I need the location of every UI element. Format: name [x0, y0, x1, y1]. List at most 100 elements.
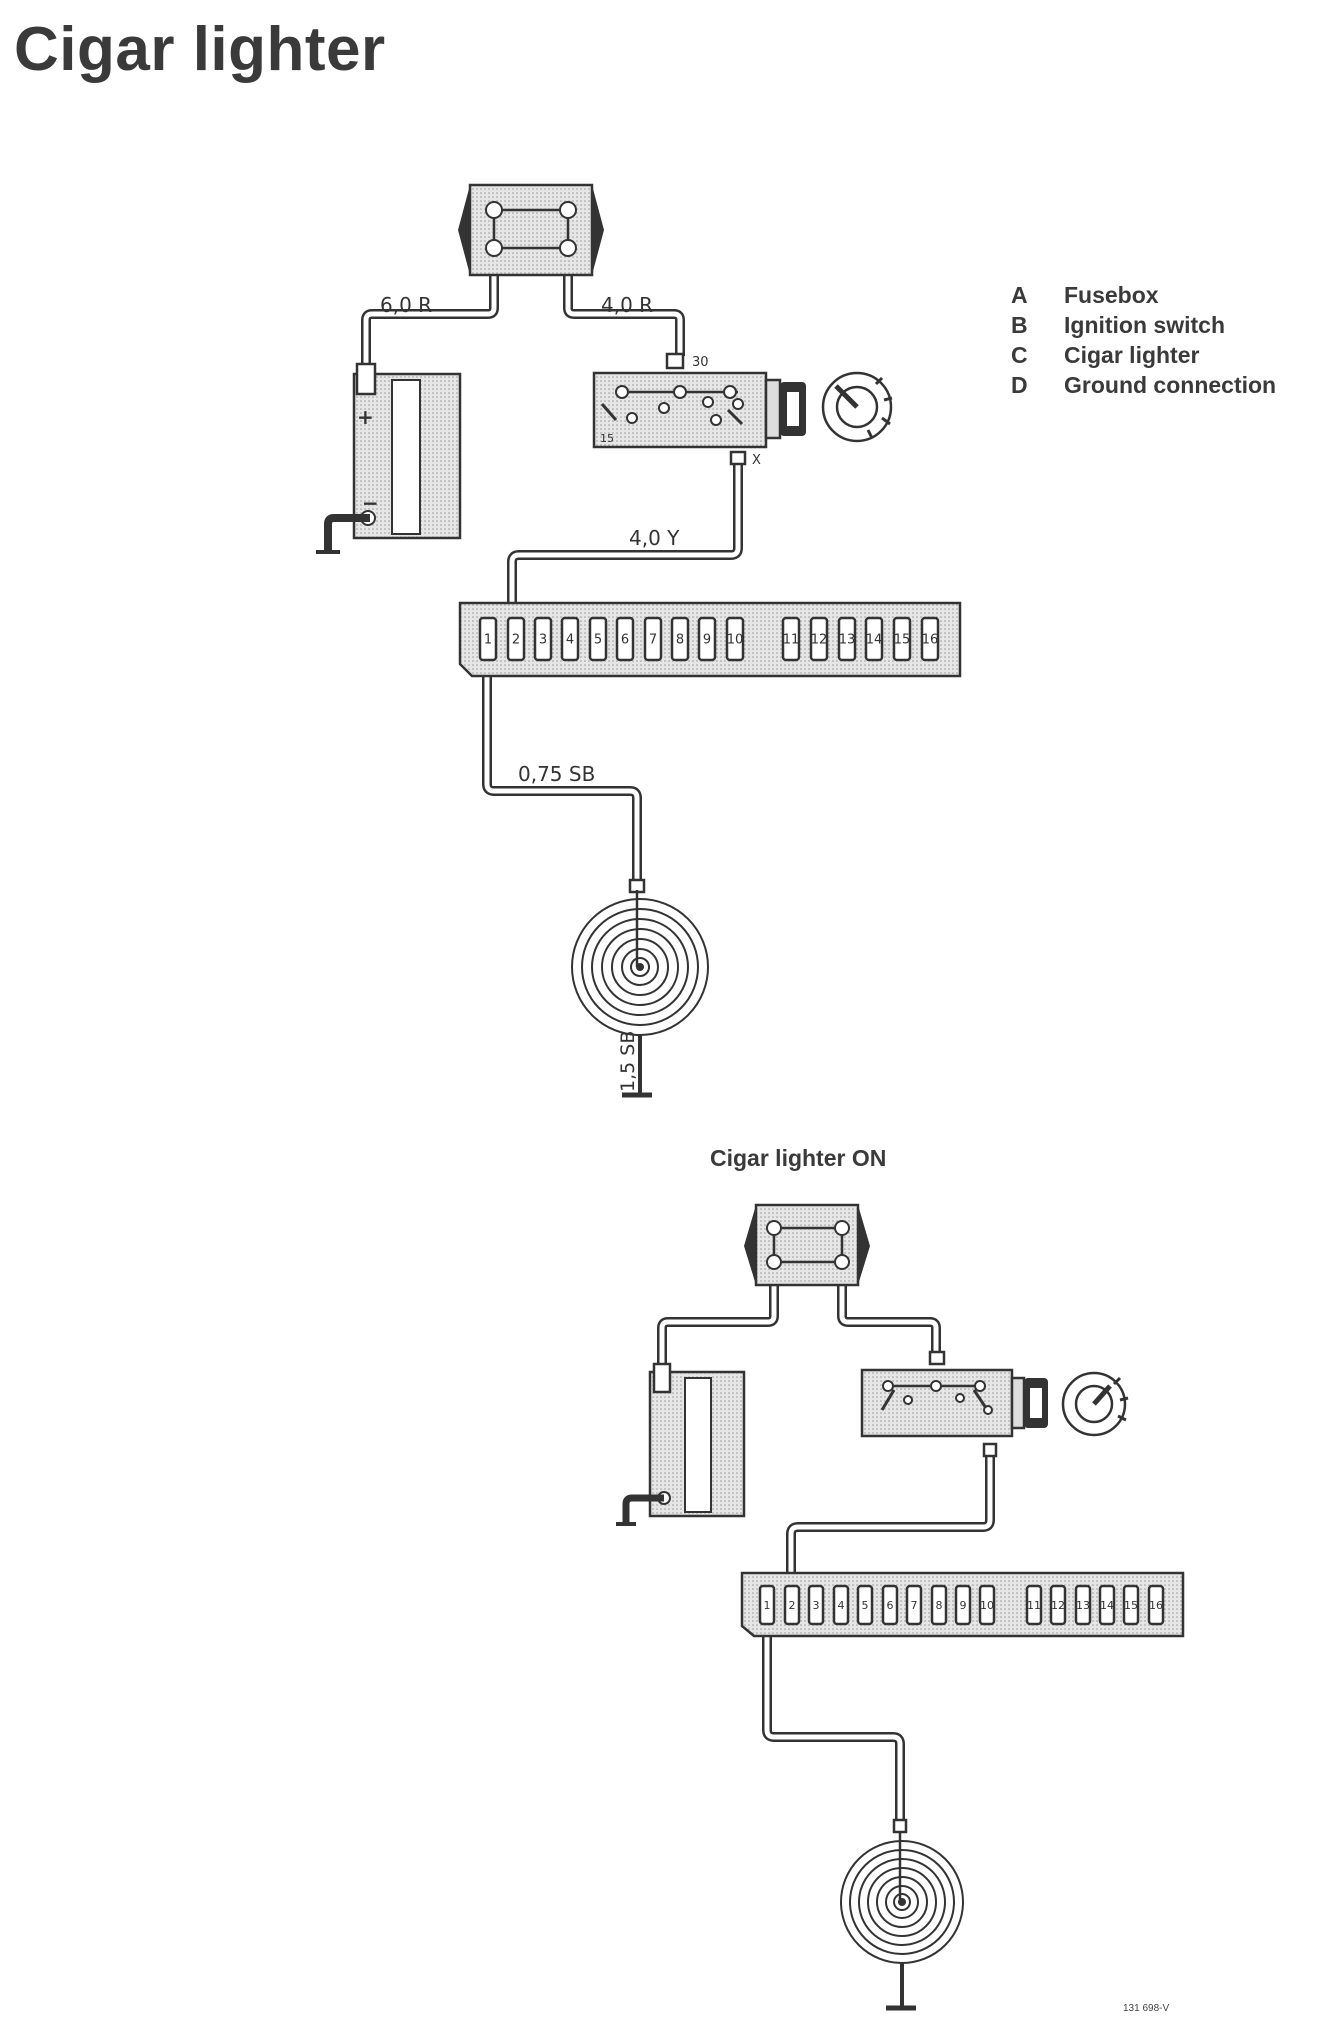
fuse-9: 9: [954, 1584, 972, 1626]
wire-fusebox-lighter-on: [762, 1635, 905, 1824]
fuse-number: 1: [764, 1599, 771, 1612]
fuse-number: 13: [1076, 1599, 1090, 1612]
terminal-15-label: 15: [600, 432, 614, 445]
fuse-5: 5: [588, 616, 608, 662]
legend-label: Cigar lighter: [1064, 342, 1200, 368]
battery-on: [616, 1362, 746, 1526]
fuse-10: 10: [725, 616, 745, 662]
diagram-off: + − 30 15 X: [316, 183, 962, 1098]
fuse-15: 15: [892, 616, 912, 662]
fuse-7: 7: [905, 1584, 923, 1626]
fuse-16: 16: [920, 616, 940, 662]
fuse-12: 12: [809, 616, 829, 662]
fuse-number: 16: [922, 633, 939, 648]
fuse-12: 12: [1049, 1584, 1067, 1626]
fuse-number: 16: [1149, 1599, 1163, 1612]
fuse-3: 3: [533, 616, 553, 662]
legend-key: B: [1011, 312, 1028, 338]
fuse-number: 7: [911, 1599, 918, 1612]
wire-label-4-0-y: 4,0 Y: [629, 526, 680, 550]
fuse-number: 5: [594, 633, 602, 648]
fuse-1: 1: [758, 1584, 776, 1626]
battery: + −: [316, 362, 462, 554]
diagram-on-title: Cigar lighter ON: [710, 1145, 887, 1171]
battery-positive-label: +: [357, 405, 374, 429]
fuse-number: 14: [866, 633, 883, 648]
fuse-number: 11: [1027, 1599, 1041, 1612]
fuse-number: 3: [813, 1599, 820, 1612]
fuse-number: 15: [894, 633, 911, 648]
fuse-6: 6: [881, 1584, 899, 1626]
fuse-3: 3: [807, 1584, 825, 1626]
legend-key: C: [1011, 342, 1028, 368]
fuse-number: 12: [811, 633, 828, 648]
fuse-number: 4: [566, 633, 574, 648]
battery-negative-label: −: [362, 491, 379, 515]
ignition-switch-on: [860, 1350, 1048, 1458]
fuse-11: 11: [781, 616, 801, 662]
fuse-2: 2: [783, 1584, 801, 1626]
legend-label: Ignition switch: [1064, 312, 1225, 338]
ignition-key-icon-on: [1061, 1371, 1129, 1437]
legend-item-b: B Ignition switch: [1011, 310, 1276, 340]
fuse-number: 14: [1100, 1599, 1114, 1612]
fuse-number: 15: [1124, 1599, 1138, 1612]
fusebox-connector-block-on: [744, 1203, 870, 1287]
wire-label-1-5-sb: 1,5 SB: [617, 1031, 639, 1092]
ignition-switch: 30 15 X: [592, 352, 806, 468]
legend-key: A: [1011, 282, 1028, 308]
fuse-10: 10: [978, 1584, 996, 1626]
fuse-6: 6: [615, 616, 635, 662]
fuse-16: 16: [1147, 1584, 1165, 1626]
fuse-15: 15: [1122, 1584, 1140, 1626]
fuse-number: 7: [649, 633, 657, 648]
fuse-14: 14: [1098, 1584, 1116, 1626]
wire-battery-connector-on: [657, 1280, 779, 1372]
wire-label-0-75-sb: 0,75 SB: [518, 762, 595, 786]
ignition-key-icon: [821, 371, 893, 443]
wire-switch-fusebox: [507, 456, 743, 603]
fuse-8: 8: [670, 616, 690, 662]
fuse-5: 5: [856, 1584, 874, 1626]
fuse-number: 8: [936, 1599, 943, 1612]
fuse-number: 4: [838, 1599, 845, 1612]
fuse-number: 8: [676, 633, 684, 648]
cigar-lighter-on: [840, 1818, 964, 2011]
fuse-1: 1: [478, 616, 498, 662]
fusebox-connector-block: [458, 183, 604, 277]
cigar-lighter: [571, 878, 709, 1098]
fuse-number: 10: [727, 633, 744, 648]
fuse-number: 2: [512, 633, 520, 648]
fuse-14: 14: [864, 616, 884, 662]
fuse-7: 7: [643, 616, 663, 662]
fuse-13: 13: [1074, 1584, 1092, 1626]
fuse-number: 10: [980, 1599, 994, 1612]
fuse-number: 5: [862, 1599, 869, 1612]
fuse-4: 4: [560, 616, 580, 662]
fuse-number: 13: [839, 633, 856, 648]
fuse-8: 8: [930, 1584, 948, 1626]
fuse-number: 6: [621, 633, 629, 648]
fuse-number: 2: [789, 1599, 796, 1612]
fuse-number: 12: [1051, 1599, 1065, 1612]
fuse-number: 11: [783, 633, 800, 648]
fuse-4: 4: [832, 1584, 850, 1626]
wire-label-6-0-r: 6,0 R: [380, 293, 432, 317]
fuse-number: 1: [484, 633, 492, 648]
terminal-x-label: X: [752, 453, 761, 468]
fuse-number: 6: [887, 1599, 894, 1612]
fuse-9: 9: [697, 616, 717, 662]
wire-label-4-0-r: 4,0 R: [601, 293, 653, 317]
terminal-30-label: 30: [692, 355, 709, 370]
fuse-2: 2: [506, 616, 526, 662]
fuse-number: 3: [539, 633, 547, 648]
figure-number: 131 698-V: [1123, 2003, 1170, 2014]
fuse-number: 9: [703, 633, 711, 648]
